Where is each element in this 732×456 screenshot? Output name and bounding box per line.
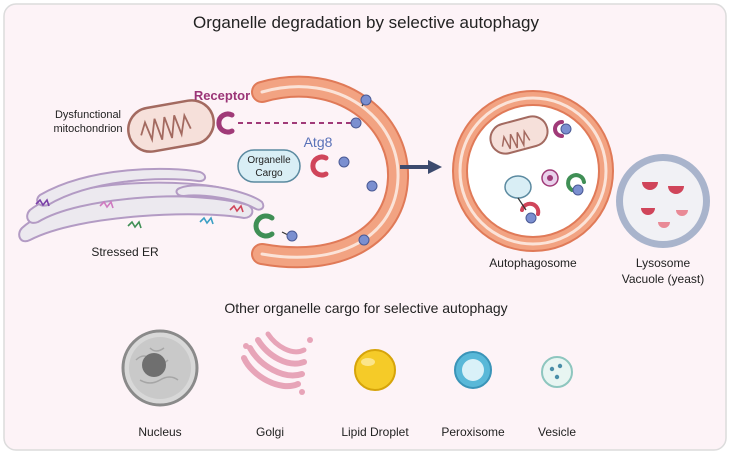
misfolded-protein-icon xyxy=(199,216,214,225)
atg8-icon xyxy=(350,117,362,129)
label-nucleus: Nucleus xyxy=(138,425,181,439)
lysosome xyxy=(616,154,710,248)
atg8-icon xyxy=(360,94,372,106)
subtitle-other-cargo: Other organelle cargo for selective auto… xyxy=(224,300,507,316)
atg8-icon xyxy=(338,156,350,168)
peroxisome-icon xyxy=(454,351,492,389)
phagophore xyxy=(251,75,409,269)
label-golgi: Golgi xyxy=(256,425,284,439)
misfolded-protein-icon xyxy=(127,220,142,229)
er-receptor-icon xyxy=(253,213,275,239)
nucleus-icon xyxy=(121,329,199,407)
misfolded-protein-icon xyxy=(99,200,114,209)
mito-receptor-icon xyxy=(216,111,235,135)
hydrolase-icon xyxy=(668,186,684,194)
atg8-icon xyxy=(366,180,378,192)
golgi-icon xyxy=(241,331,313,395)
label-vesicle: Vesicle xyxy=(538,425,576,439)
label-receptor: Receptor xyxy=(194,88,250,103)
dysfunctional-mitochondrion xyxy=(127,99,215,153)
stressed-er xyxy=(18,167,265,243)
vesicle-icon xyxy=(541,356,573,388)
autophagosome xyxy=(452,90,614,252)
label-atg8: Atg8 xyxy=(304,134,333,150)
lipid-droplet-icon xyxy=(354,349,396,391)
label-peroxisome: Peroxisome xyxy=(441,425,505,439)
atg8-icon xyxy=(286,230,298,242)
misfolded-protein-icon xyxy=(35,198,50,207)
label-lysosome-line1: Lysosome xyxy=(636,256,691,270)
label-lysosome-line2: Vacuole (yeast) xyxy=(622,272,704,286)
hydrolase-icon xyxy=(642,182,658,190)
atg8-icon xyxy=(358,234,370,246)
figure-title: Organelle degradation by selective autop… xyxy=(193,13,539,32)
label-organelle-cargo-line2: Cargo xyxy=(255,168,283,179)
label-lipid-droplet: Lipid Droplet xyxy=(341,425,409,439)
hydrolase-icon xyxy=(641,208,655,215)
misfolded-protein-icon xyxy=(229,204,244,213)
label-stressed-er: Stressed ER xyxy=(91,245,159,259)
label-mitochondrion-line1: Dysfunctional xyxy=(55,109,121,121)
label-mitochondrion-line2: mitochondrion xyxy=(53,123,122,135)
label-organelle-cargo-line1: Organelle xyxy=(247,155,291,166)
hydrolase-icon xyxy=(658,222,670,228)
atg8-proteins xyxy=(281,94,378,246)
hydrolase-icon xyxy=(676,210,688,216)
process-arrow-icon xyxy=(400,160,442,174)
label-autophagosome: Autophagosome xyxy=(489,256,577,270)
organelle-cargo-shape xyxy=(237,149,301,183)
cargo-receptor-icon xyxy=(310,154,329,178)
